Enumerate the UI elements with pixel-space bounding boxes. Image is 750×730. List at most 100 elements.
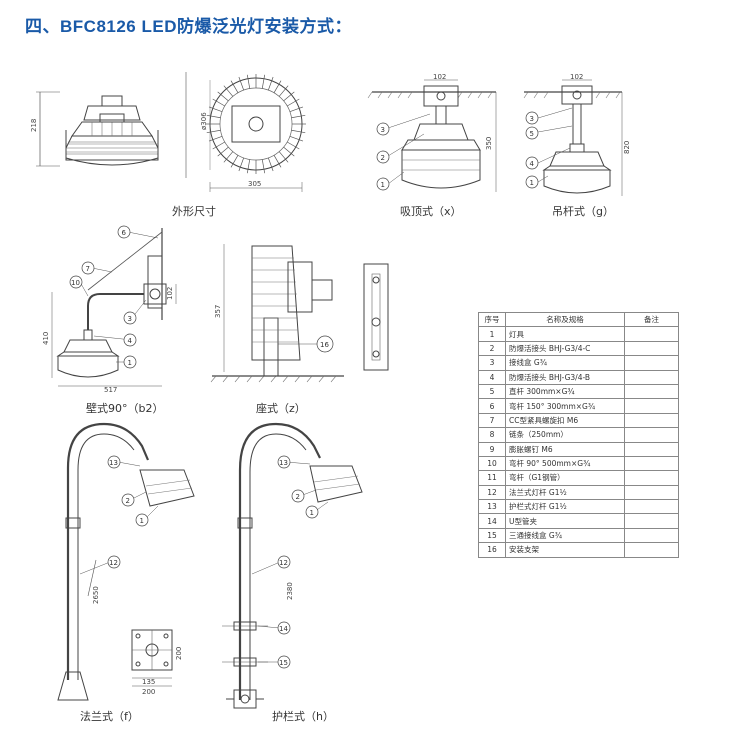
callout-wall-6: 6 (122, 229, 127, 237)
heat-sink-fin (273, 80, 282, 93)
header-name: 名称及规格 (505, 311, 625, 328)
part-number: 5 (478, 383, 506, 400)
callout-wall-3: 3 (128, 315, 132, 323)
heat-sink-fin (289, 135, 304, 142)
part-remark (624, 527, 679, 544)
part-number: 16 (478, 542, 506, 558)
dim-height-218: 218 (30, 119, 38, 132)
parts-table-header: 序号 名称及规格 备注 (478, 311, 679, 328)
callout-rail-12: 12 (279, 559, 288, 567)
part-number: 8 (478, 427, 506, 443)
header-no: 序号 (478, 311, 506, 328)
part-name: 直杆 300mm×G¾ (505, 383, 625, 400)
heat-sink-fin (212, 141, 225, 150)
seat-mount-view: 357 16 (210, 244, 389, 383)
callout-pendant-3: 3 (530, 115, 534, 123)
heat-sink-fin (230, 80, 239, 93)
dim-seat-357: 357 (214, 305, 222, 318)
heat-sink-fin (208, 135, 223, 142)
heat-sink-fin (261, 159, 266, 174)
heat-sink-fin (267, 76, 274, 91)
part-remark (624, 455, 679, 472)
callout-wall-10: 10 (71, 279, 80, 287)
part-remark (624, 499, 679, 515)
callout-flange-12: 12 (109, 559, 118, 567)
heat-sink-fin (291, 129, 306, 134)
heat-sink-fin (206, 114, 221, 119)
ceiling-mount-view: 102 350 3 2 1 (367, 73, 497, 192)
part-name: 防爆活接头 BHJ-G3/4-B (505, 369, 625, 385)
caption-ceiling: 吸顶式（x） (400, 205, 462, 218)
part-remark (624, 513, 679, 529)
dim-ceiling-102: 102 (433, 73, 446, 81)
heat-sink-fin (261, 74, 266, 89)
dim-flange-200-v: 200 (175, 647, 183, 660)
callout-rail-13: 13 (279, 459, 288, 467)
part-name: 链条（250mm） (505, 427, 625, 443)
outline-side-view: 218 (30, 91, 159, 167)
caption-rail: 护栏式（h） (272, 710, 334, 723)
heat-sink-fin (291, 114, 306, 119)
part-name: 弯杆 90° 500mm×G¾ (505, 455, 625, 472)
heat-sink-fin (217, 146, 229, 157)
callout-ceiling-3: 3 (381, 126, 385, 134)
heat-sink-fin (246, 159, 251, 174)
callout-seat-16: 16 (320, 341, 329, 349)
dim-wall-102: 102 (166, 287, 174, 300)
part-remark (624, 542, 679, 558)
dim-flange-200: 200 (142, 688, 155, 696)
heat-sink-fin (238, 76, 245, 91)
heat-sink-fin (212, 98, 225, 107)
callout-wall-4: 4 (128, 337, 133, 345)
dim-wall-410: 410 (42, 332, 50, 345)
page-title: 四、BFC8126 LED防爆泛光灯安装方式： (25, 17, 352, 36)
part-remark (624, 383, 679, 400)
wall-mount-view: 102 410 517 6 7 10 3 4 1 (42, 225, 177, 394)
callout-rail-14: 14 (279, 625, 288, 633)
part-remark (624, 412, 679, 429)
caption-wall: 壁式90°（b2） (86, 402, 164, 415)
callout-pendant-1: 1 (530, 179, 534, 187)
rail-mount-view: 2380 13 2 1 12 14 15 (222, 422, 363, 709)
heat-sink-fin (246, 74, 251, 89)
part-number: 13 (478, 499, 506, 515)
part-number: 9 (478, 441, 506, 457)
heat-sink-fin (238, 157, 245, 172)
callout-rail-15: 15 (279, 659, 288, 667)
part-name: U型管夹 (505, 513, 625, 529)
heat-sink-fin (230, 155, 239, 168)
part-number: 14 (478, 513, 506, 529)
heat-sink-fin (217, 91, 229, 102)
part-name: 护栏式灯杆 G1½ (505, 499, 625, 515)
part-name: 接线盒 G¾ (505, 355, 625, 371)
header-remark: 备注 (624, 311, 679, 328)
heat-sink-fin (287, 141, 300, 150)
heat-sink-fin (278, 151, 289, 163)
part-remark (624, 441, 679, 457)
dim-diameter-306: ø306 (200, 112, 208, 130)
dim-pendant-102: 102 (570, 73, 583, 81)
callout-wall-7: 7 (86, 265, 90, 273)
dim-wall-517: 517 (104, 386, 117, 394)
heat-sink-fin (283, 91, 295, 102)
callout-rail-1: 1 (310, 509, 314, 517)
heat-sink-fin (283, 146, 295, 157)
callout-wall-1: 1 (128, 359, 132, 367)
callout-pendant-5: 5 (530, 130, 534, 138)
part-number: 11 (478, 470, 506, 486)
part-number: 1 (478, 326, 506, 342)
heat-sink-fin (223, 85, 234, 97)
part-number: 7 (478, 412, 506, 429)
